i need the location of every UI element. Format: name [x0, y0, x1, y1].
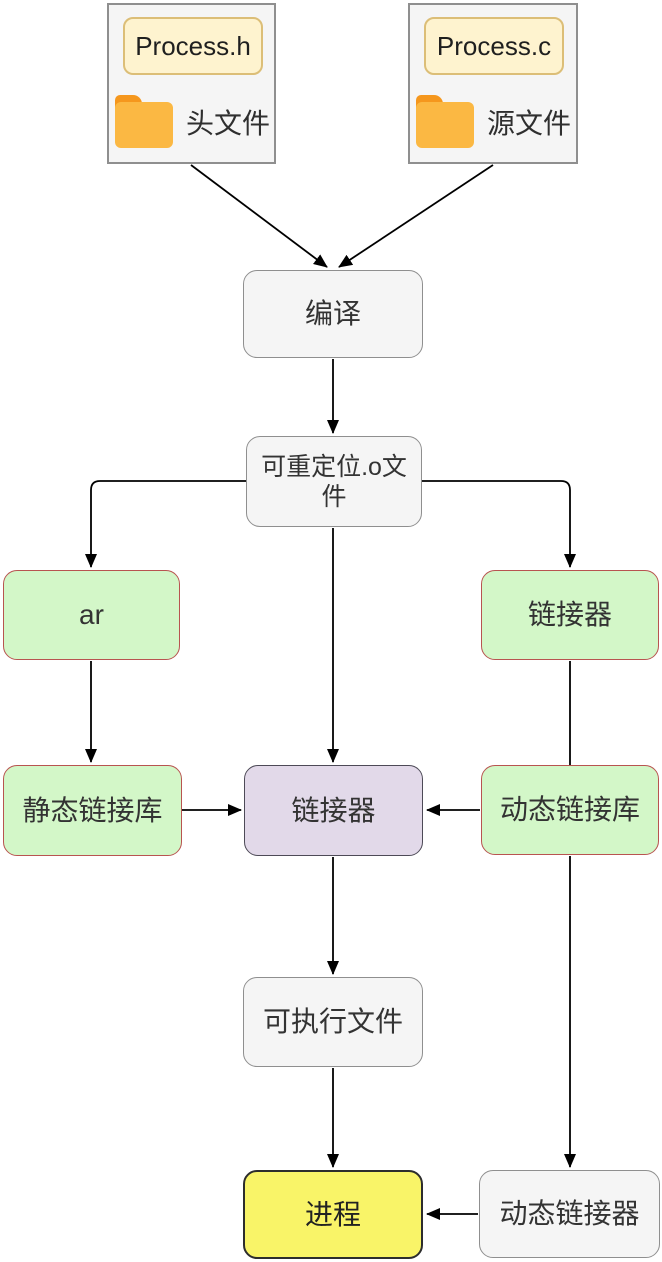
file-chip-label: Process.h — [135, 30, 251, 61]
node-static-link-library: 静态链接库 — [3, 765, 182, 856]
node-process: 进程 — [243, 1170, 423, 1259]
edge-relocatable-to-linker-right — [422, 480, 576, 568]
folder-row: 源文件 — [416, 95, 572, 148]
node-header-file-card: Process.h 头文件 — [107, 3, 276, 164]
node-dynamic-linker: 动态链接器 — [479, 1170, 660, 1258]
node-dynamic-link-library: 动态链接库 — [481, 765, 659, 855]
node-linker-right: 链接器 — [481, 570, 659, 660]
node-relocatable-object-file: 可重定位.o文件 — [246, 436, 422, 527]
folder-icon — [416, 95, 474, 148]
file-chip-source: Process.c — [424, 17, 564, 75]
node-compile: 编译 — [243, 270, 423, 358]
node-executable-file: 可执行文件 — [243, 977, 423, 1067]
edge-source-to-compile — [338, 164, 494, 268]
folder-row: 头文件 — [115, 95, 270, 148]
edge-header-to-compile — [190, 164, 328, 268]
node-linker-center: 链接器 — [244, 765, 423, 856]
folder-label: 头文件 — [186, 107, 271, 139]
node-source-file-card: Process.c 源文件 — [408, 3, 578, 164]
file-chip-header: Process.h — [123, 17, 263, 75]
folder-label: 源文件 — [487, 107, 572, 139]
node-ar: ar — [3, 570, 180, 660]
edge-relocatable-to-ar — [85, 480, 246, 568]
file-chip-label: Process.c — [436, 30, 552, 61]
folder-icon — [115, 95, 173, 148]
